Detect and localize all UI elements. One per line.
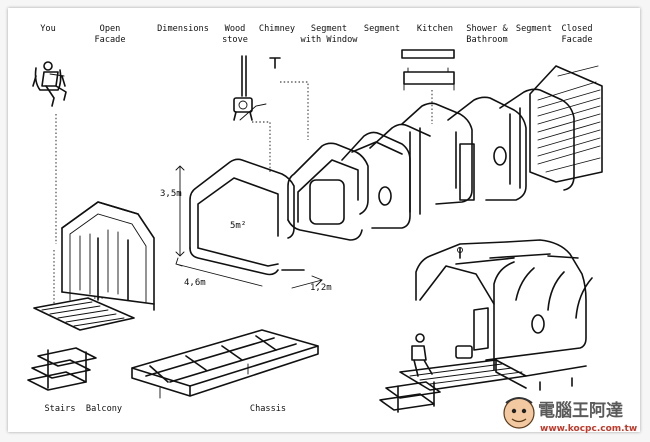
stairs-illustration <box>28 348 96 390</box>
label-segment: Segment <box>364 24 400 34</box>
svg-text:www.kocpc.com.tw: www.kocpc.com.tw <box>540 424 637 434</box>
measure-depth: 1,2m <box>310 283 332 293</box>
leader-stove-segment <box>280 82 308 140</box>
kitchen-segment-illustration <box>370 50 472 214</box>
measure-height: 3,5m <box>160 189 182 199</box>
person-in-armchair-illustration <box>33 62 66 106</box>
label-balcony: Balcony <box>86 404 122 414</box>
label-chassis: Chassis <box>250 404 286 414</box>
balcony-illustration <box>34 114 134 330</box>
dimensions-segment-illustration <box>176 159 322 288</box>
label-stairs: Stairs <box>44 404 75 414</box>
segment-with-window-illustration <box>288 143 368 240</box>
chimney-part-illustration <box>270 58 280 68</box>
open-facade-illustration <box>62 202 154 310</box>
watermark-logo: 電腦王阿達 www.kocpc.com.tw <box>504 398 637 434</box>
measure-area: 5m² <box>230 221 246 231</box>
segment-illustration <box>342 132 410 228</box>
label-you: You <box>40 24 56 34</box>
chassis-illustration <box>132 330 318 398</box>
measure-length: 4,6m <box>184 278 206 288</box>
assembled-house-illustration <box>380 240 592 412</box>
label-chimney: Chimney <box>259 24 295 34</box>
label-kitchen: Kitchen <box>417 24 453 34</box>
svg-text:電腦王阿達: 電腦王阿達 <box>538 400 623 421</box>
label-dimensions: Dimensions <box>157 24 209 34</box>
label-segment-2: Segment <box>516 24 552 34</box>
closed-facade-illustration <box>530 66 602 182</box>
shower-bathroom-segment-illustration <box>448 97 526 200</box>
label-shower-bathroom: Shower &Bathroom <box>466 24 508 45</box>
wood-stove-illustration <box>234 56 266 120</box>
